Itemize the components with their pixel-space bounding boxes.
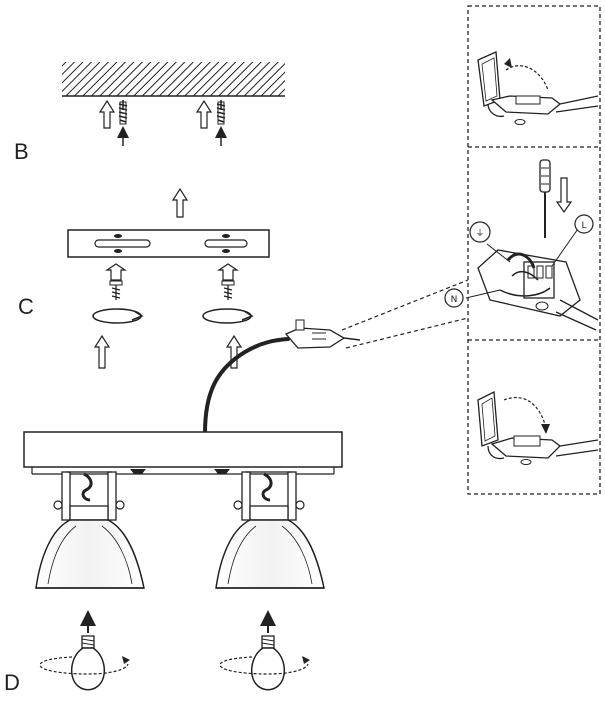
mounting-bracket: [67, 229, 270, 258]
wiring-detail-panel: [467, 5, 601, 495]
screwdriver-icon: [539, 159, 551, 238]
screw-right: [217, 263, 239, 300]
lamp-shade-left: [35, 471, 145, 589]
ceiling: [62, 62, 285, 97]
projection-lines: [341, 279, 469, 349]
up-arrow-icon: [225, 334, 243, 369]
connector-cover-close: [477, 390, 599, 465]
earth-symbol-icon: ⏚: [469, 221, 491, 243]
bulb-right: [251, 610, 285, 691]
fixture-base: [23, 431, 343, 475]
lamp-shade-right: [215, 471, 325, 589]
up-arrow-icon: [171, 187, 189, 218]
rotation-arrow-icon: [39, 656, 130, 675]
down-arrow-icon: [555, 177, 573, 214]
wall-plug-left: [117, 100, 129, 146]
terminal-connector: [284, 319, 361, 349]
power-cable: [203, 337, 290, 435]
neutral-symbol: N: [444, 288, 464, 308]
screw-left: [105, 263, 127, 300]
step-label-d: D: [4, 670, 20, 695]
step-label-b: B: [14, 139, 29, 164]
up-arrow-icon: [98, 99, 116, 129]
live-symbol-label: L: [581, 221, 586, 231]
up-arrow-icon: [93, 334, 111, 369]
rotation-arrow-icon: [202, 308, 254, 324]
connector-cover-open: [477, 51, 599, 125]
rotation-arrow-icon: [219, 656, 310, 675]
neutral-symbol-label: N: [451, 295, 458, 305]
earth-symbol-label: ⏚: [475, 228, 484, 239]
step-label-c: C: [18, 294, 34, 319]
wall-plug-right: [215, 100, 227, 146]
live-symbol: L: [574, 214, 594, 234]
bulb-left: [71, 610, 105, 691]
rotation-arrow-icon: [92, 308, 144, 324]
terminal-block-detail: [465, 225, 599, 331]
up-arrow-icon: [195, 99, 213, 129]
